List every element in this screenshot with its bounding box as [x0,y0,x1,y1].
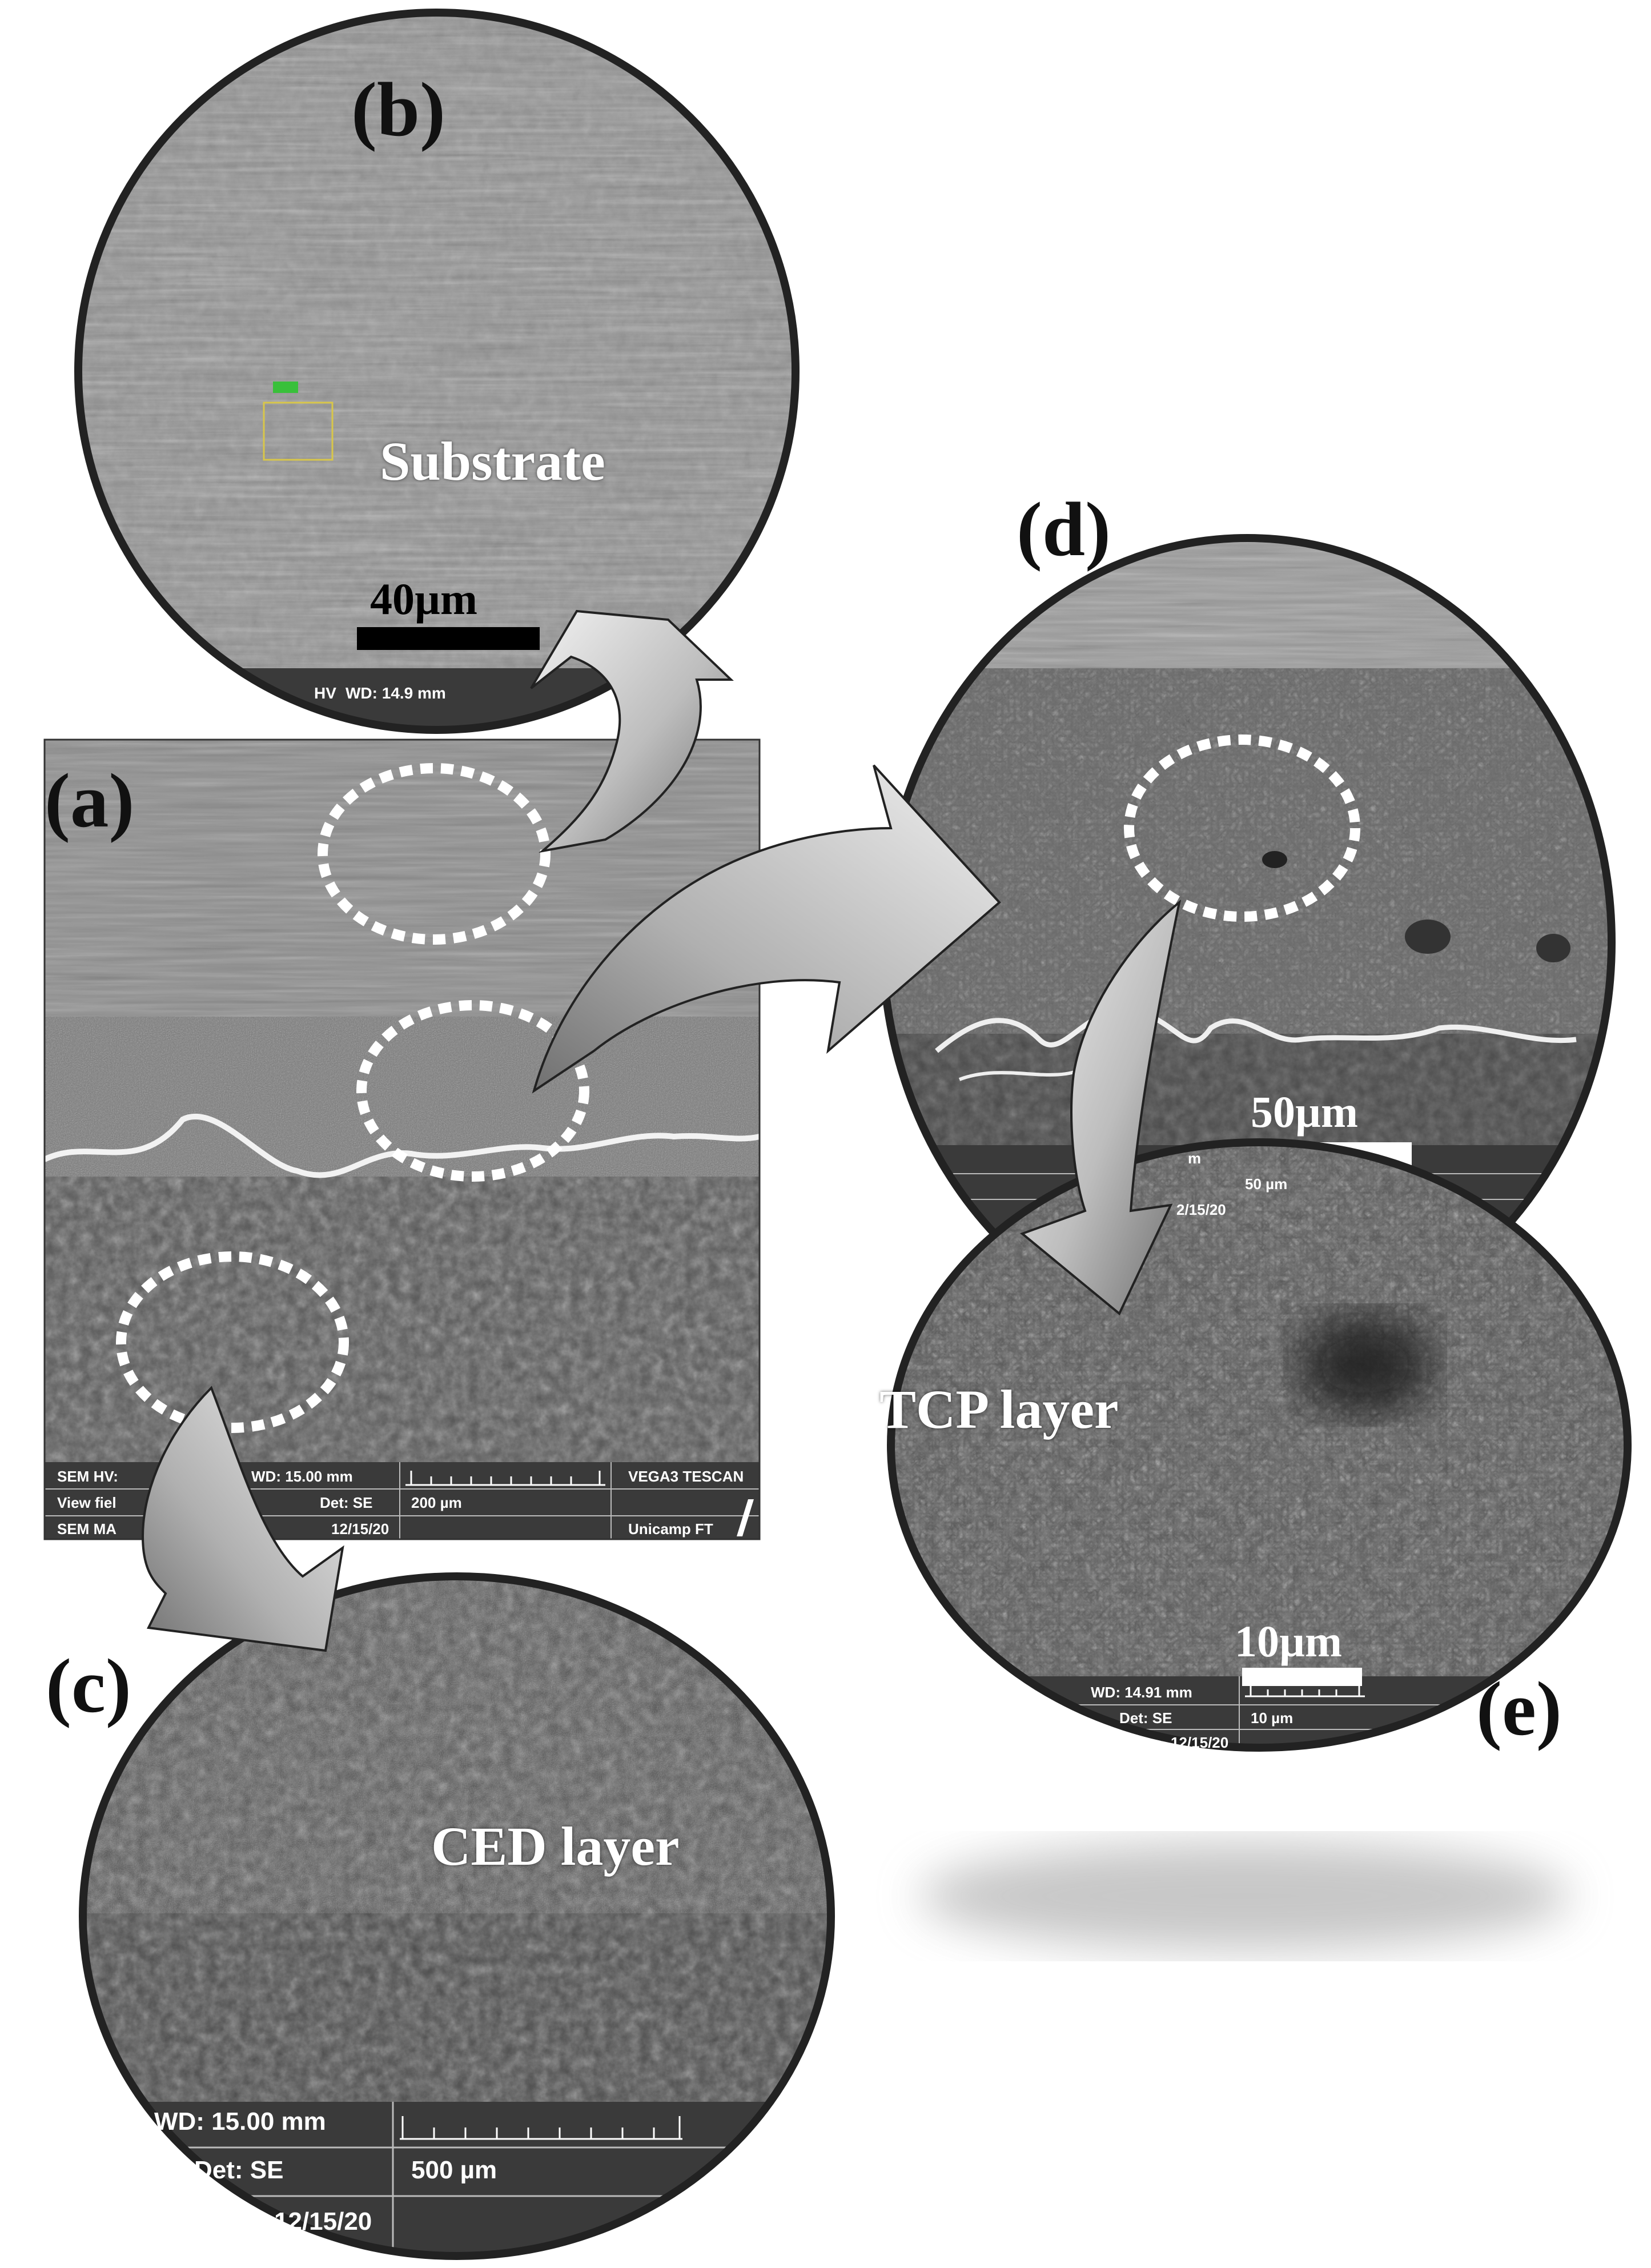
panel-a-sem-image [45,740,760,1539]
arrow-a-to-d-icon [532,764,1001,1094]
panel-a-scale: 200 µm [411,1494,462,1511]
panel-a-sem-mag: SEM MA [57,1520,117,1538]
panel-e-det: Det: SE [1119,1709,1172,1727]
panel-e-scale: 10 µm [1251,1709,1294,1727]
panel-e-scale-bar [1242,1668,1362,1686]
panel-a-institution: Unicamp FT [628,1520,713,1538]
region-ellipse-tcp [356,1000,589,1182]
tcp-layer-label: TCP layer [879,1379,1119,1440]
panel-d-letter: (d) [1017,487,1111,572]
panel-d-scale: 50 µm [1245,1175,1288,1193]
panel-e-sem-image [891,1142,1628,1748]
panel-d-scale-label: 50µm [1251,1087,1358,1137]
panel-b-scale-bar [357,627,540,650]
panel-a-det: Det: SE [320,1494,373,1511]
panel-b-scale-label: 40µm [370,574,477,624]
panel-b-letter: (b) [351,67,445,152]
substrate-label: Substrate [380,431,605,492]
selection-box [263,402,334,461]
panel-a-sem-hv: SEM HV: [57,1468,118,1485]
arrow-a-to-b-icon [530,609,734,853]
panel-b-wd: WD: 14.9 mm [346,684,446,702]
logo-slash-icon [737,1499,754,1536]
panel-c-date: 12/15/20 [274,2207,372,2235]
panel-e-date: 12/15/20 [1171,1734,1229,1751]
panel-c-letter: (c) [46,1644,131,1729]
panel-d-date: 2/15/20 [1176,1201,1226,1218]
region-ellipse-substrate [318,763,551,945]
region-ellipse-ced [116,1251,349,1433]
selection-marker [273,382,298,393]
panel-a-view-field: View fiel [57,1494,117,1511]
panel-c-det: Det: SE [194,2156,284,2184]
panel-b-sem-image [78,13,796,730]
ced-layer-label: CED layer [431,1816,680,1877]
panel-c-scale: 500 µm [411,2156,497,2184]
panel-a-wd: WD: 15.00 mm [251,1468,353,1485]
arrow-a-to-c-icon [141,1386,344,1652]
interface-line [45,1113,760,1178]
arrow-d-to-e-icon [1020,899,1182,1316]
panel-d-footer-frag: m [1188,1150,1202,1167]
panel-b-hv: HV [314,684,336,702]
panel-a-letter: (a) [45,758,135,844]
panel-c-wd: WD: 15.00 mm [154,2108,326,2135]
panel-a-brand: VEGA3 TESCAN [628,1468,744,1485]
floor-shadow [919,1842,1570,1950]
panel-e-wd: WD: 14.91 mm [1091,1684,1192,1701]
panel-e-scale-label: 10µm [1235,1616,1342,1666]
panel-e-letter: (e) [1476,1667,1562,1752]
region-ellipse-pore [1124,734,1360,922]
panel-a-date: 12/15/20 [331,1520,389,1538]
